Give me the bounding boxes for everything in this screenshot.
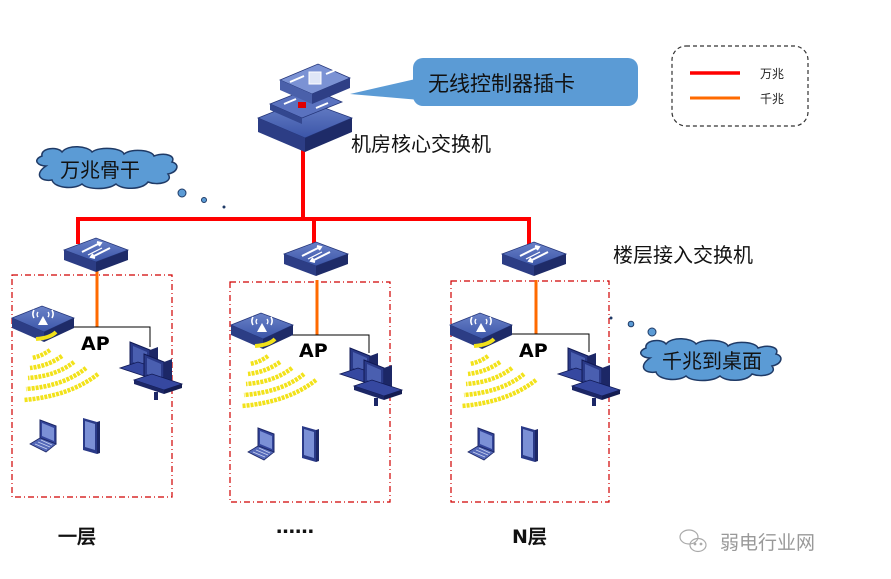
floor-2-desktop-pcs-icon — [339, 347, 403, 407]
thought-dot-icon — [222, 205, 226, 209]
core-switch-icon — [256, 87, 354, 152]
floor-n-wifi-waves-icon — [462, 356, 536, 406]
floor-n-access-switch-icon — [501, 241, 567, 277]
floor-2-ap-label: AP — [299, 340, 328, 362]
floor-1-laptop-icon — [29, 419, 57, 453]
floor-n-desktop-pcs-icon — [557, 347, 621, 407]
thought-dot-icon — [201, 197, 207, 203]
floor-2-wifi-waves-icon — [242, 356, 316, 406]
floor-1-label: 一层 — [58, 526, 97, 548]
wlc-callout-pointer — [350, 78, 420, 100]
floor-1-ap-icon — [10, 304, 76, 344]
floor-2-laptop-icon — [247, 427, 275, 461]
floor-1-desktop-pcs-icon — [119, 341, 183, 401]
thought-dot-icon — [609, 316, 613, 320]
floor-n-ap-pc-link — [510, 333, 590, 352]
floor-n-tablet-icon — [521, 426, 538, 462]
floor-n-boundary — [450, 280, 610, 503]
floor-1-wifi-waves-icon — [24, 350, 98, 400]
floor-1-ap-pc-link — [70, 326, 151, 347]
floor-1-access-switch-icon — [63, 237, 129, 273]
legend-gig-label: 千兆 — [760, 92, 785, 106]
wlc-callout-box — [413, 58, 638, 106]
thought-dot-icon — [627, 320, 635, 328]
thought-dot-icon — [177, 188, 187, 198]
core-switch-label: 机房核心交换机 — [351, 132, 491, 156]
floor-n-ap-icon — [448, 311, 514, 351]
floor-2-ap-pc-link — [290, 334, 370, 353]
thought-dot-icon — [647, 327, 657, 337]
floor-n-label: N层 — [512, 526, 547, 548]
floor-n-ap-label: AP — [519, 340, 548, 362]
backbone-callout-text: 万兆骨干 — [60, 158, 140, 182]
legend-ten-gig-label: 万兆 — [760, 67, 785, 81]
wechat-icon — [679, 529, 707, 553]
wlc-card-icon — [278, 63, 352, 104]
access-switch-label: 楼层接入交换机 — [613, 243, 753, 267]
wlc-card-label: 无线控制器插卡 — [428, 72, 575, 96]
floor-2-tablet-icon — [302, 426, 319, 462]
floor-1-tablet-icon — [83, 418, 100, 454]
floor-2-label: …… — [276, 516, 314, 538]
legend-box — [671, 45, 809, 127]
floor-1-ap-label: AP — [81, 333, 110, 355]
watermark-text: 弱电行业网 — [720, 532, 816, 554]
desktop-callout-text: 千兆到桌面 — [662, 349, 762, 373]
floor-2-access-switch-icon — [283, 241, 349, 277]
floor-1-boundary — [11, 274, 173, 498]
floor-2-ap-icon — [229, 311, 295, 351]
floor-n-laptop-icon — [467, 427, 495, 461]
